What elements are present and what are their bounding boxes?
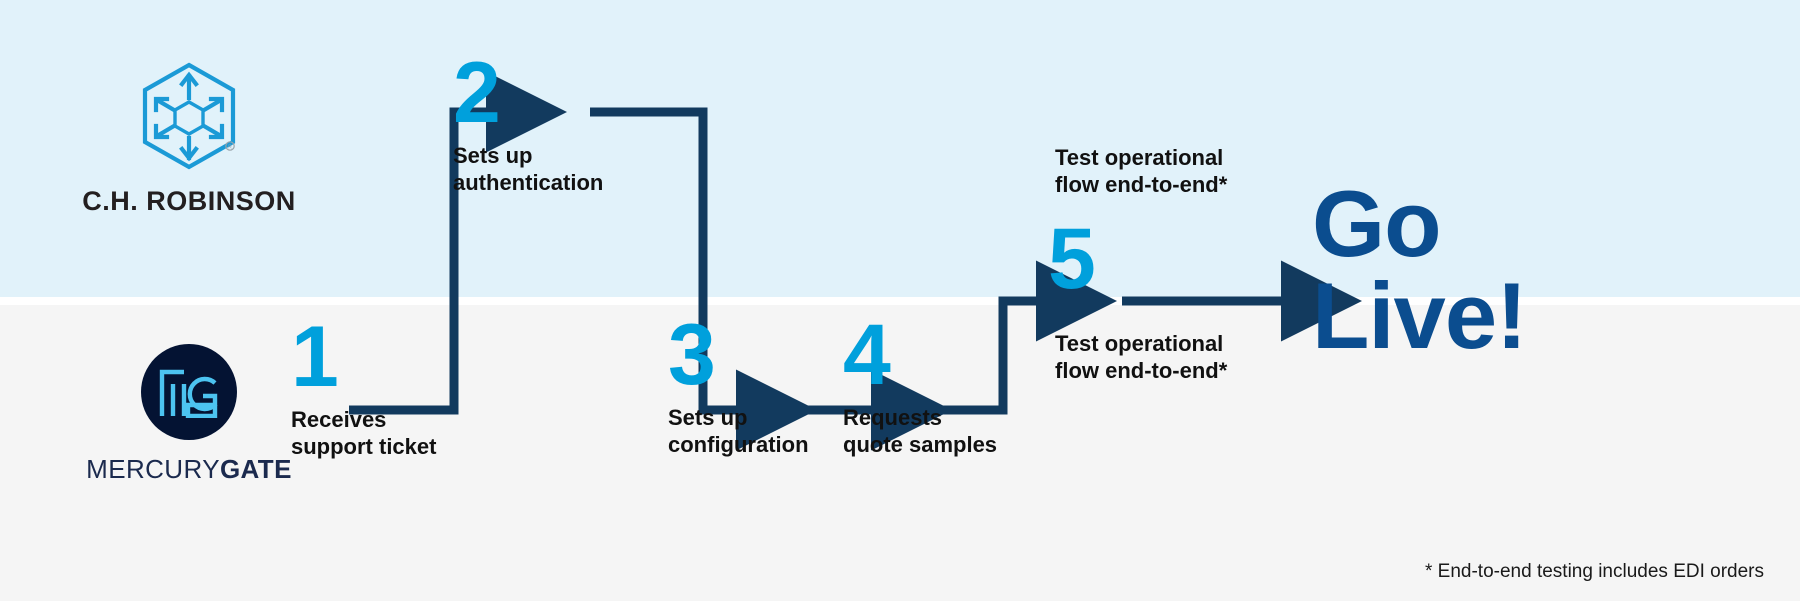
lane-band-chrobinson [0,0,1800,297]
step-2-caption: Sets up authentication [453,143,604,195]
step-4[interactable]: 4 Requests quote samples [843,307,998,459]
chrobinson-logo: R C.H. ROBINSON [64,62,314,217]
step-5[interactable]: 5 [1048,211,1096,307]
mercurygate-wordmark: MERCURYGATE [64,454,314,485]
mercurygate-wordmark-bold: GATE [219,454,292,484]
step-4-caption: Requests quote samples [843,405,998,457]
step-5-number: 5 [1048,211,1096,307]
mercurygate-wordmark-light: MERCURY [86,454,220,484]
lane-divider [0,297,1800,305]
footnote: * End-to-end testing includes EDI orders [1424,561,1764,582]
step-5-note-chrobinson: Test operational flow end-to-end* [1055,145,1228,197]
step-3-caption: Sets up configuration [668,405,809,457]
mg-monogram-glyph [159,369,218,418]
chrobinson-wordmark: C.H. ROBINSON [82,186,296,216]
step-1[interactable]: 1 Receives support ticket [291,309,437,461]
step-1-caption: Receives support ticket [291,407,437,459]
chrobinson-hexagon-logo: R [142,62,236,170]
step-2[interactable]: 2 Sets up authentication [453,45,604,197]
step-3[interactable]: 3 Sets up configuration [668,307,809,459]
svg-text:R: R [228,145,232,151]
go-live-label: Go Live! [1312,171,1527,369]
step-1-number: 1 [291,309,339,405]
mercurygate-logo: MERCURYGATE [64,344,314,485]
step-2-number: 2 [453,45,501,141]
step-3-number: 3 [668,307,716,403]
step-5-note-mercurygate: Test operational flow end-to-end* [1055,331,1228,383]
step-4-number: 4 [843,307,891,403]
mercurygate-mg-monogram [141,344,237,440]
